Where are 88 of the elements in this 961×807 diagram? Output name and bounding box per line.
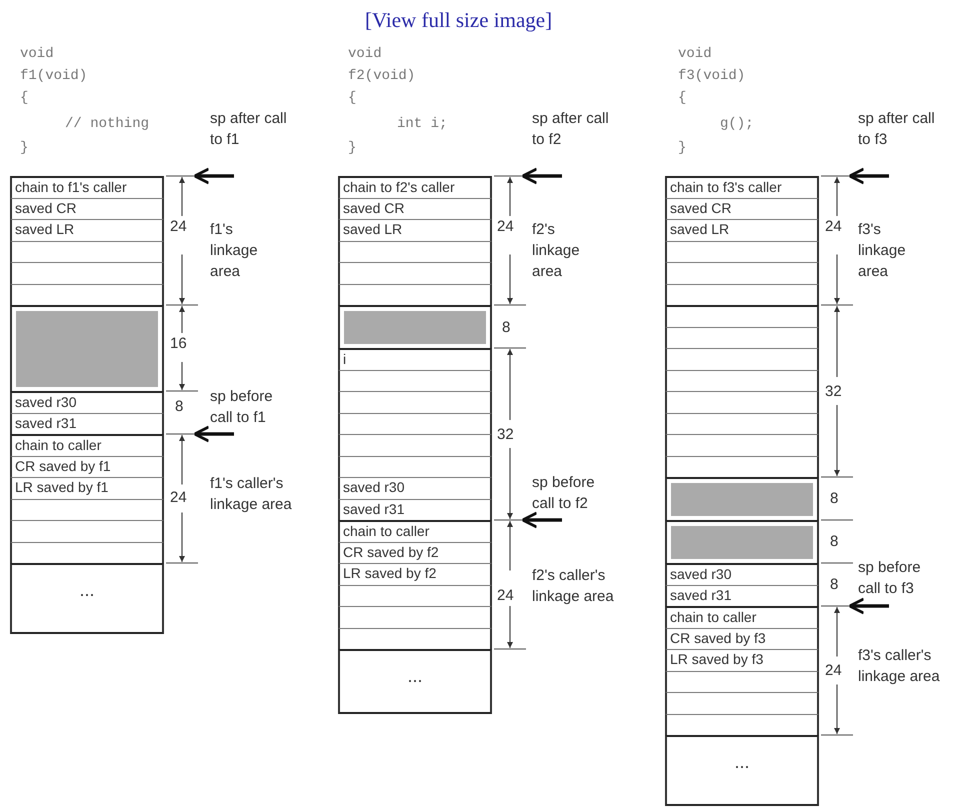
stack-pointer-label: sp before call to f1: [210, 387, 274, 428]
stack-slot: [665, 348, 819, 370]
area-label: f1's caller's linkage area: [210, 474, 293, 515]
stack-slot: [338, 456, 492, 477]
stack-continuation: ...: [10, 563, 164, 634]
stack-slot: chain to caller: [338, 520, 492, 542]
code-line: void: [348, 45, 382, 64]
shaded-stack-slot: [665, 477, 819, 520]
area-label: f2's caller's linkage area: [532, 566, 615, 607]
area-label: f3's caller's linkage area: [858, 646, 941, 687]
stack-slot: chain to f2's caller: [338, 176, 492, 198]
stack-slot: chain to caller: [10, 434, 164, 456]
stack-slot: [665, 670, 819, 692]
code-line: }: [20, 139, 28, 158]
stack-slot: saved LR: [338, 219, 492, 240]
stack-slot: [338, 391, 492, 412]
stack-slot: CR saved by f1: [10, 456, 164, 477]
stack-slot: [665, 434, 819, 456]
stack-slot: [10, 498, 164, 520]
stack-slot: [665, 370, 819, 391]
stack-slot: saved CR: [10, 198, 164, 219]
stack-pointer-label: sp after call to f3: [858, 109, 936, 150]
stack-slot: [338, 370, 492, 391]
stack-slot: saved r30: [338, 477, 492, 498]
stack-slot: [665, 284, 819, 305]
code-line: f1(void): [20, 67, 88, 86]
stack-slot: [665, 326, 819, 348]
stack-slot: CR saved by f3: [665, 628, 819, 649]
stack-slot: saved r30: [10, 391, 164, 412]
stack-slot: chain to f1's caller: [10, 176, 164, 198]
code-line: f2(void): [348, 67, 416, 86]
stack-pointer-label: sp before call to f3: [858, 558, 922, 599]
code-line: void: [20, 45, 54, 64]
code-line: {: [20, 89, 28, 108]
area-label: f1's linkage area: [210, 220, 259, 282]
stack-slot: saved CR: [665, 198, 819, 219]
code-line: {: [678, 89, 686, 108]
stack-slot: CR saved by f2: [338, 542, 492, 563]
code-line: int i;: [397, 115, 448, 134]
stack-slot: LR saved by f1: [10, 477, 164, 498]
stack-slot: [665, 240, 819, 262]
stack-slot: [665, 305, 819, 326]
stack-continuation: ...: [338, 649, 492, 714]
shaded-stack-slot: [10, 305, 164, 391]
view-full-size-link: [View full size image]: [365, 10, 552, 31]
stack-slot: [665, 391, 819, 412]
shaded-stack-slot: [665, 520, 819, 563]
stack-slot: [665, 262, 819, 284]
shaded-stack-slot: [338, 305, 492, 348]
stack-slot: [10, 520, 164, 542]
stack-slot: [338, 240, 492, 262]
stack-slot: saved CR: [338, 198, 492, 219]
area-label: f3's linkage area: [858, 220, 907, 282]
code-line: void: [678, 45, 712, 64]
stack-slot: [338, 434, 492, 456]
stack-slot: [10, 262, 164, 284]
code-line: }: [348, 139, 356, 158]
code-line: f3(void): [678, 67, 746, 86]
stack-slot: [338, 262, 492, 284]
code-line: g();: [720, 115, 754, 134]
stack-continuation: ...: [665, 735, 819, 806]
stack-slot: [665, 714, 819, 735]
stack-slot: [665, 692, 819, 714]
stack-slot: saved r31: [338, 498, 492, 520]
stack-slot: saved LR: [10, 219, 164, 240]
code-line: {: [348, 89, 356, 108]
stack-slot: chain to caller: [665, 606, 819, 628]
stack-pointer-label: sp after call to f1: [210, 109, 288, 150]
stack-slot: [338, 584, 492, 606]
stack-slot: saved LR: [665, 219, 819, 240]
stack-slot: [665, 412, 819, 434]
stack-pointer-label: sp after call to f2: [532, 109, 610, 150]
stack-slot: [338, 412, 492, 434]
code-line: // nothing: [65, 115, 150, 134]
stack-slot: [338, 606, 492, 628]
stack-slot: saved r31: [665, 584, 819, 606]
stack-slot: [338, 628, 492, 649]
stack-slot: saved r30: [665, 563, 819, 584]
area-label: f2's linkage area: [532, 220, 581, 282]
stack-slot: LR saved by f3: [665, 649, 819, 670]
stack-slot: [10, 240, 164, 262]
stack-slot: saved r31: [10, 412, 164, 434]
code-line: }: [678, 139, 686, 158]
stack-slot: i: [338, 348, 492, 370]
stack-pointer-label: sp before call to f2: [532, 473, 596, 514]
stack-slot: [10, 542, 164, 563]
stack-slot: LR saved by f2: [338, 563, 492, 584]
stack-slot: chain to f3's caller: [665, 176, 819, 198]
